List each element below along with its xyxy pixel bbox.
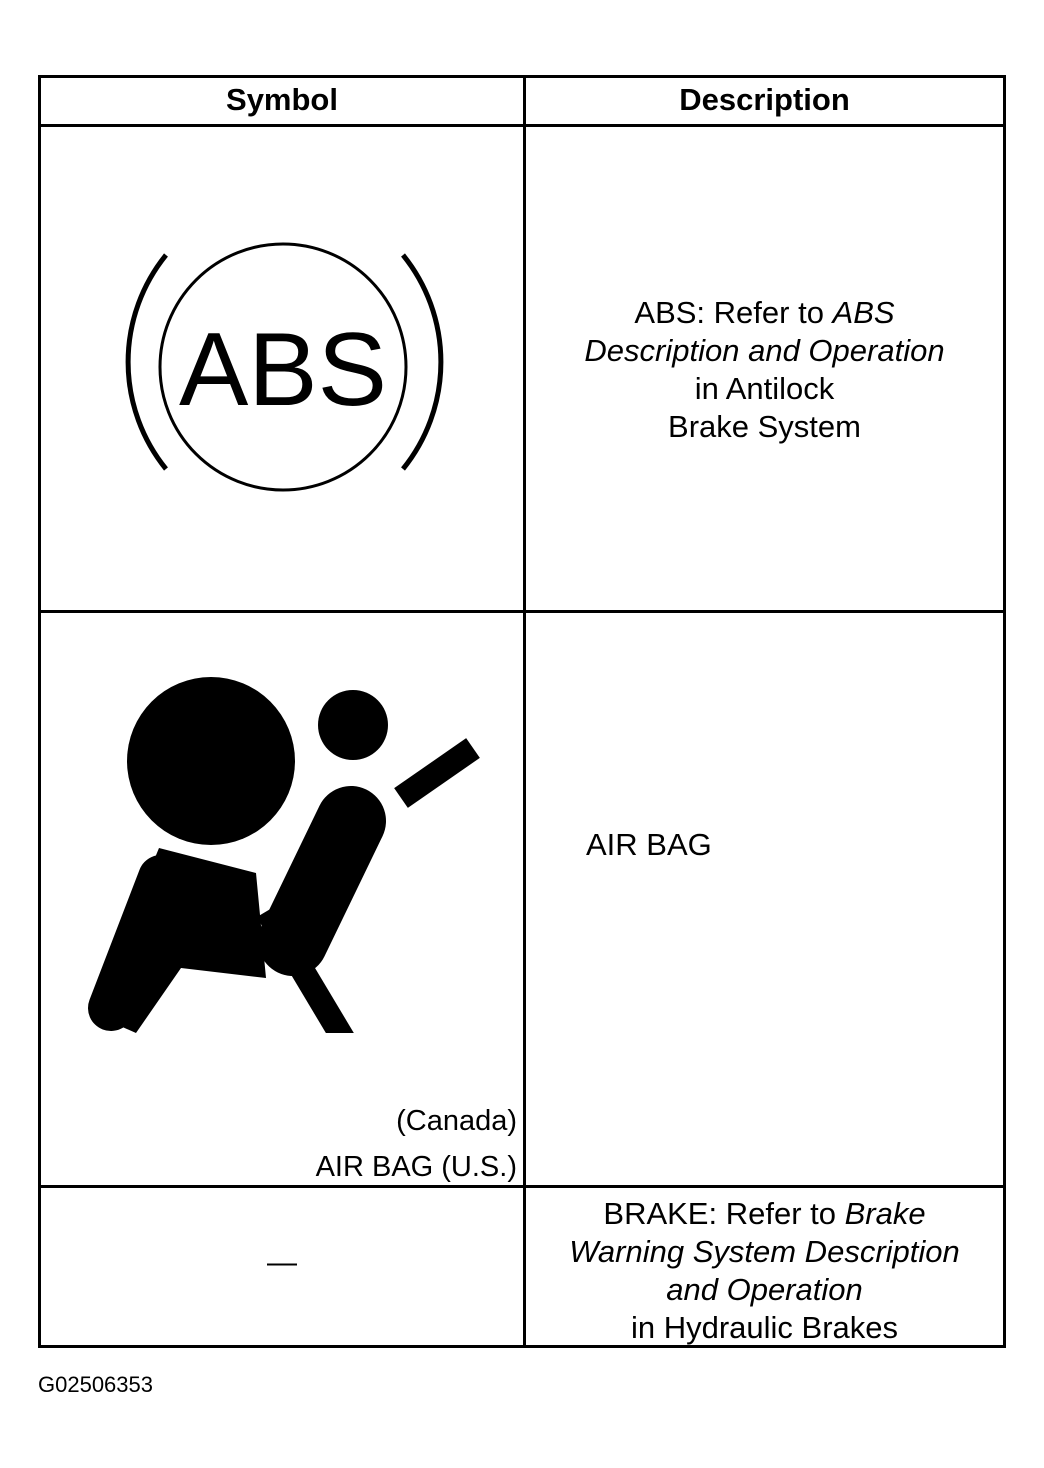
row-divider: [41, 610, 1003, 613]
header-description: Description: [679, 82, 850, 117]
table-row-airbag-description: AIR BAG: [586, 827, 712, 862]
header-divider: [41, 124, 1003, 127]
airbag-note-canada: (Canada): [396, 1105, 517, 1137]
abs-warning-icon: ABS: [125, 242, 444, 492]
table-row-airbag-symbol: (Canada) AIR BAG (U.S.): [41, 613, 523, 1185]
row-divider: [41, 1185, 1003, 1188]
column-divider: [523, 78, 526, 1345]
table-row-brake-symbol: —: [267, 1246, 297, 1279]
header-symbol: Symbol: [226, 82, 338, 117]
table-row-abs-symbol: ABS: [41, 127, 523, 610]
table-row-abs-description: ABS: Refer to ABS Description and Operat…: [584, 295, 945, 444]
symbol-table: Symbol Description ABS ABS: Refer to ABS…: [38, 75, 1006, 1348]
abs-icon-label: ABS: [179, 312, 387, 428]
figure-id: G02506353: [38, 1372, 153, 1397]
table-row-brake-description: BRAKE: Refer to Brake Warning System Des…: [569, 1196, 960, 1345]
airbag-warning-icon: [88, 677, 480, 1062]
airbag-note-us: AIR BAG (U.S.): [315, 1151, 517, 1183]
